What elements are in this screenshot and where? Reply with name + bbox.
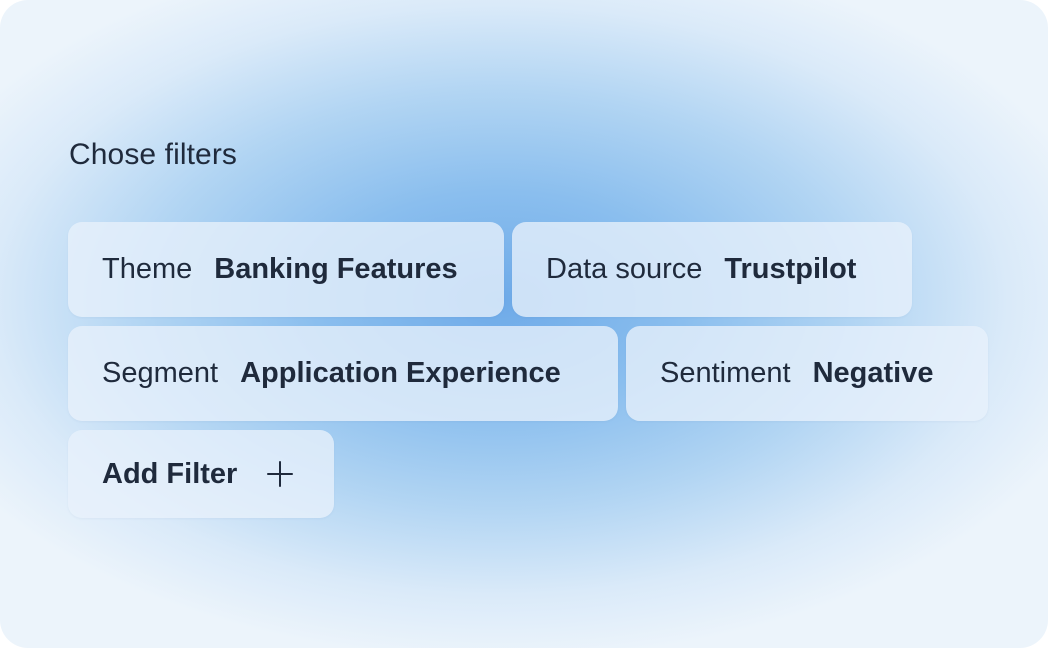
filter-chip-segment[interactable]: Segment Application Experience	[68, 326, 618, 421]
filter-chip-theme[interactable]: Theme Banking Features	[68, 222, 504, 317]
filter-key: Sentiment	[660, 357, 791, 389]
filter-key: Theme	[102, 253, 193, 285]
filter-value: Trustpilot	[724, 253, 857, 285]
filter-value: Application Experience	[240, 357, 561, 389]
filter-key: Segment	[102, 357, 219, 389]
add-filter-button[interactable]: Add Filter	[68, 430, 334, 518]
panel-title: Chose filters	[69, 138, 238, 171]
plus-icon	[267, 461, 294, 487]
filter-chip-sentiment[interactable]: Sentiment Negative	[626, 326, 988, 421]
filter-key: Data source	[546, 253, 703, 285]
filter-value: Banking Features	[214, 253, 458, 285]
add-filter-label: Add Filter	[102, 457, 238, 490]
filter-chip-data-source[interactable]: Data source Trustpilot	[512, 222, 912, 317]
filter-value: Negative	[812, 357, 934, 389]
